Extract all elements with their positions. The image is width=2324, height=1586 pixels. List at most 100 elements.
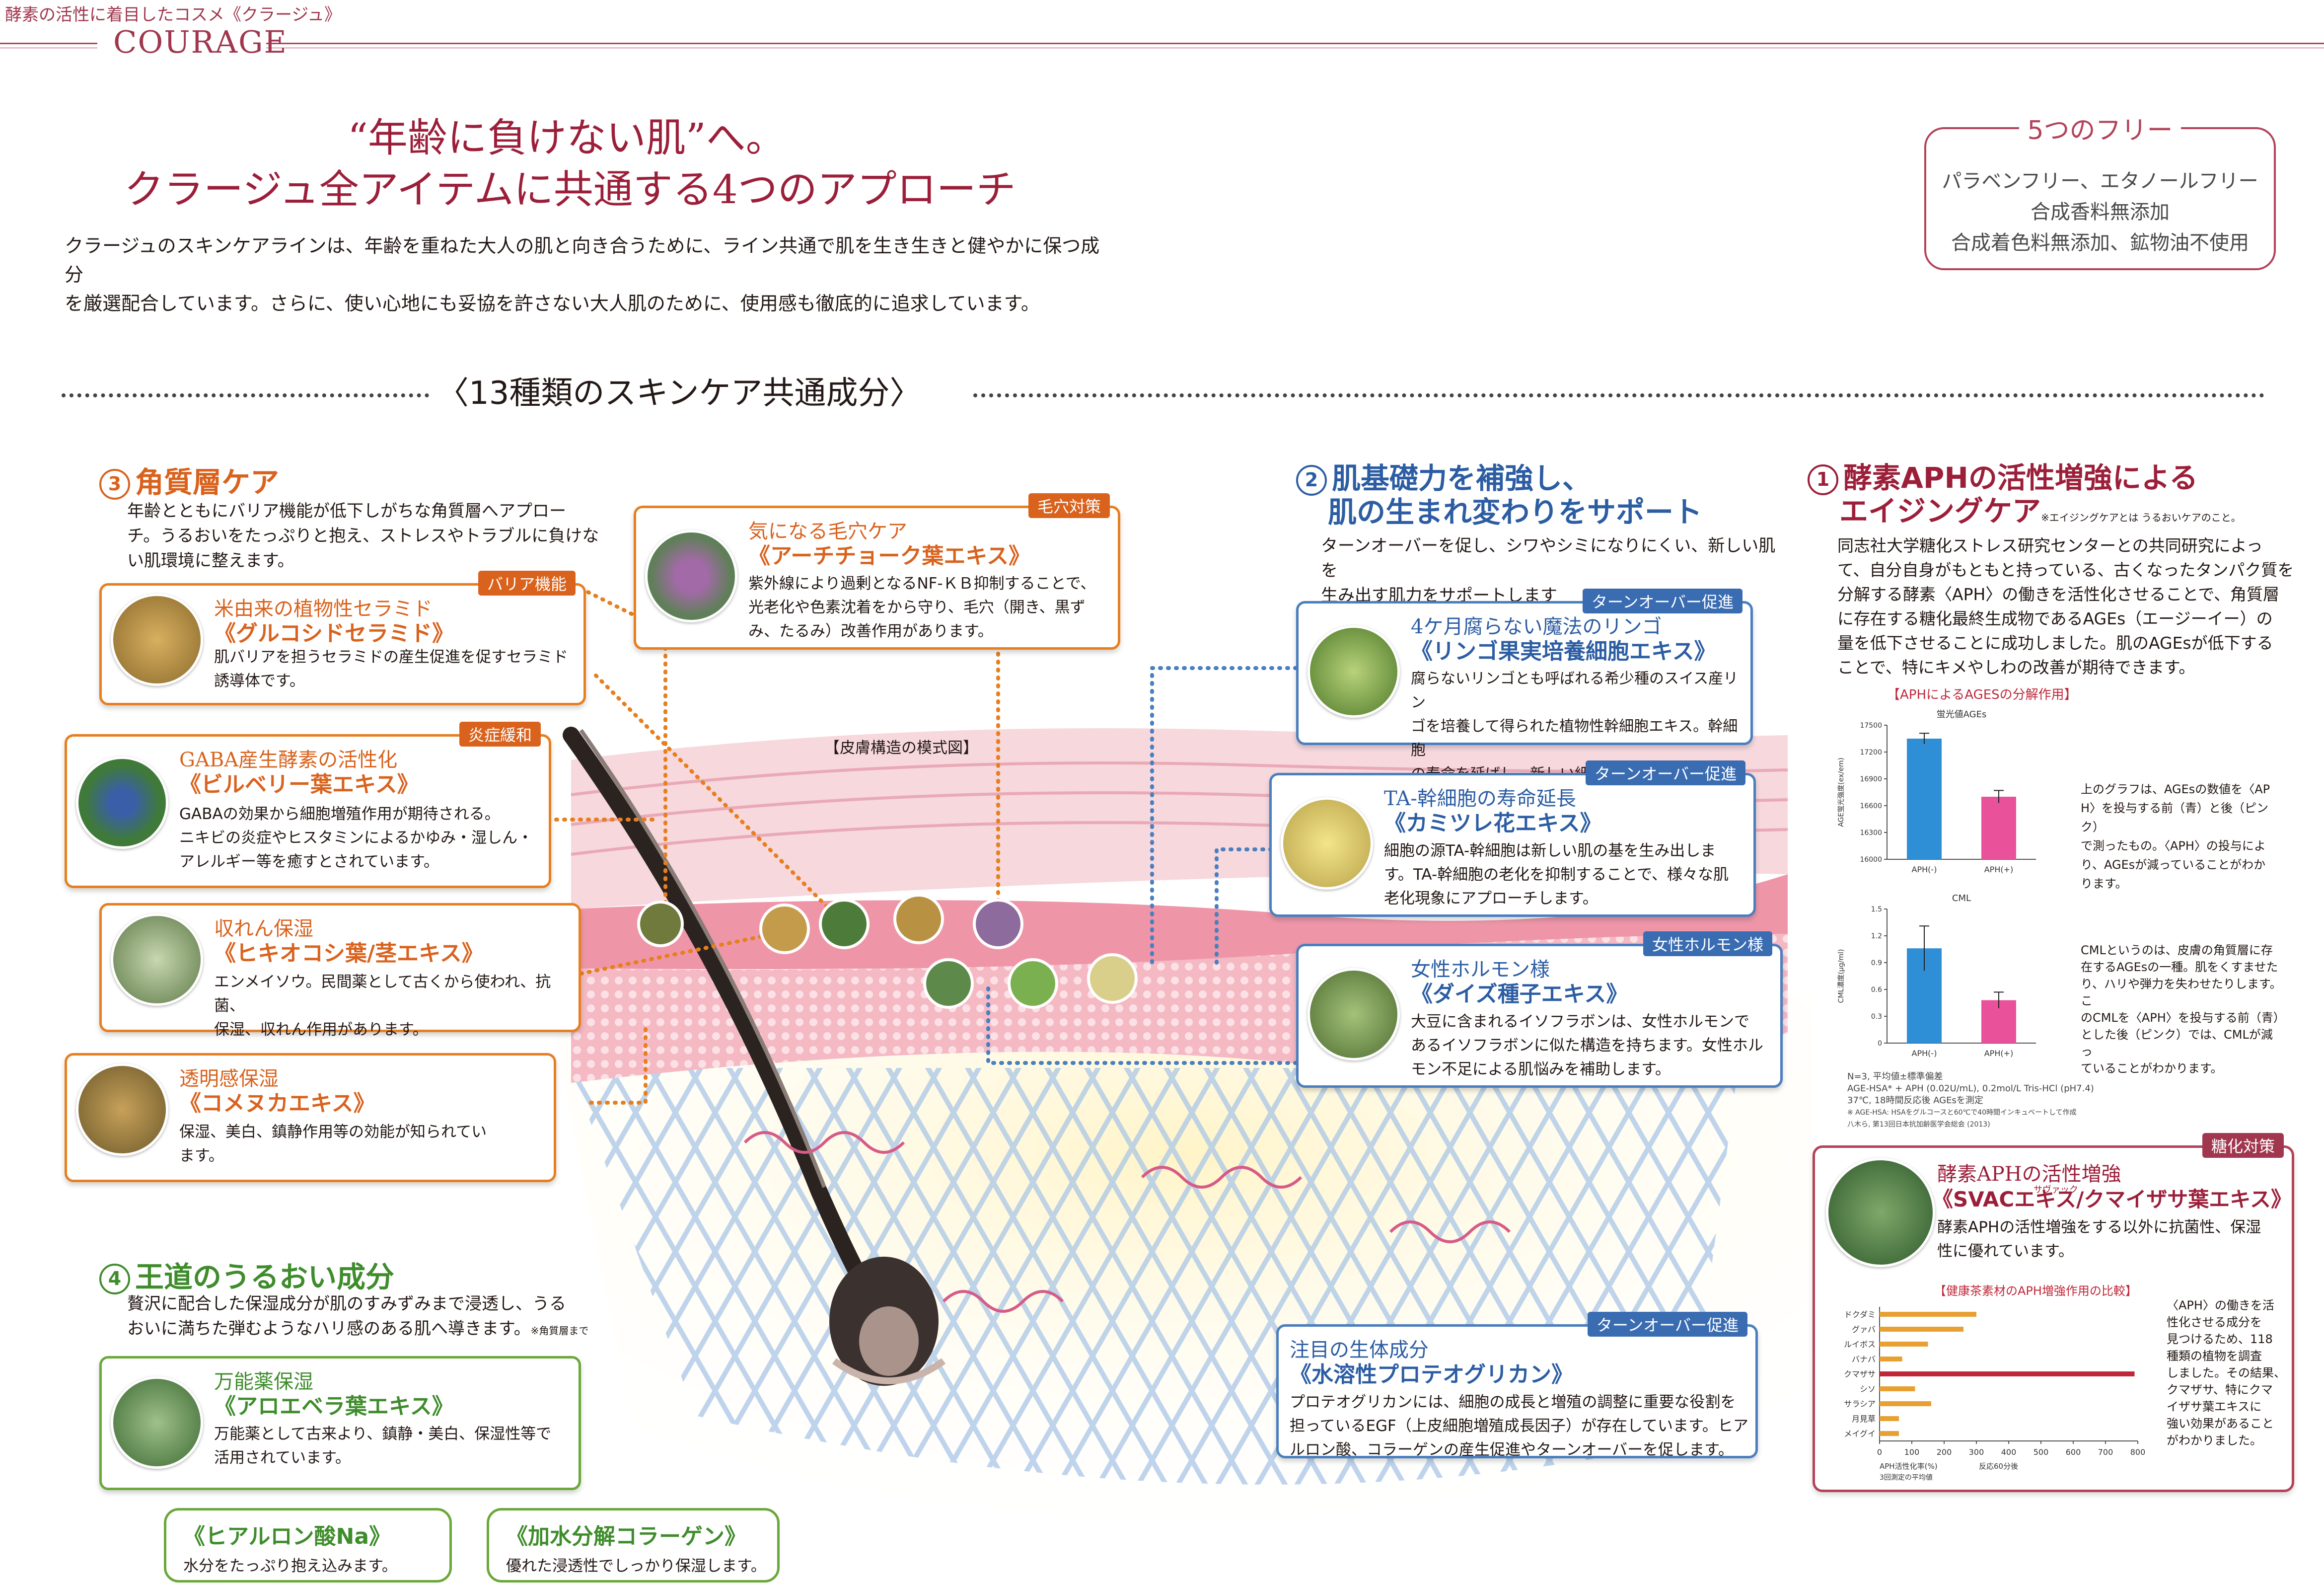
category-4-desc: 贅沢に配合した保湿成分が肌のすみずみまで浸透し、うる おいに満ちた弾むようなハリ… [127,1294,589,1339]
y-axis-label: AGE蛍光強度(ex/em) [1837,757,1845,827]
category-number: 4 [99,1263,130,1294]
ages-bar-chart: 蛍光値AGEsAGE蛍光強度(ex/em)1600016300166001690… [1837,709,2036,874]
ingredient-markers [637,894,1138,1009]
y-tick-label: 0.9 [1871,959,1882,967]
x-tick-label: APH(+) [1984,1049,2014,1058]
card-aloe: 万能薬保湿 《アロエベラ葉エキス》 万能薬として古来より、鎮静・美白、保湿性等で… [99,1356,581,1490]
card-subtitle: 4ケ月腐らない魔法のリンゴ [1411,615,1662,638]
section-title: 〈13種類のスキンケア共通成分〉 [437,375,922,412]
five-free-title: 5つのフリー [1926,109,2274,147]
y-tick-label: 16300 [1860,829,1882,837]
apple-photo [1307,625,1400,718]
intro-line1: クラージュのスキンケアラインは、年齢を重ねた大人の肌と向き合うために、ライン共通… [65,235,1100,286]
pill-text: 水分をたっぷり抱え込みます。 [183,1557,397,1575]
x-tick-label: APH(-) [1912,1049,1937,1058]
cml-chart-note: CMLというのは、皮膚の角質層に存在するAGEsの一種。肌をくすませたり、ハリや… [2081,943,2285,1075]
category-title-line2: 肌の生まれ変わりをサポート [1328,495,1703,529]
category-label: バナバ [1852,1355,1876,1364]
card-artichoke: 毛穴対策 気になる毛穴ケア 《アーチチョーク葉エキス》 紫外線により過剰となるN… [634,493,1120,650]
tag-inflammation: 炎症緩和 [459,722,541,747]
category-number: 3 [99,468,130,500]
intro-text: クラージュのスキンケアラインは、年齢を重ねた大人の肌と向き合うために、ライン共通… [65,231,1117,318]
y-tick-label: 16600 [1860,802,1882,810]
category-label: シソ [1860,1384,1876,1394]
x-tick-label: 800 [2130,1447,2146,1457]
card-ingredient-name: 《アーチチョーク葉エキス》 [748,543,1031,569]
x-axis-label-2: 反応60分後 [1979,1462,2018,1471]
card-text: 酵素APHの活性増強をする以外に抗菌性、保湿性に優れています。 [1937,1218,2261,1260]
y-tick-label: 0 [1878,1040,1882,1048]
bar [1880,1312,1976,1317]
aloe-photo [111,1376,203,1469]
card-subtitle: 酵素APHの活性増強 [1937,1163,2121,1186]
category-label: クマザサ [1844,1369,1876,1379]
card-text: 細胞の源TA-幹細胞は新しい肌の基を生み出します。TA-幹細胞の老化を抑制するこ… [1384,842,1729,907]
bar [1981,797,2016,859]
category-number: 1 [1808,464,1838,495]
bar [1880,1327,1963,1332]
svac-chart-title: 【健康茶素材のAPH増強作用の比較】 [1934,1284,2137,1298]
free-item: 合成着色料無添加、鉱物油不使用 [1951,231,2249,254]
five-free-list: パラベンフリー、エタノールフリー 合成香料無添加 合成着色料無添加、鉱物油不使用 [1926,166,2274,258]
chart-title: CML [1952,893,1971,904]
tag-turnover: ターンオーバー促進 [1585,760,1745,785]
tag-barrier: バリア機能 [478,571,576,596]
card-ingredient-name: 《ヒキオコシ葉/茎エキス》 [214,941,484,966]
artichoke-photo [645,530,737,622]
chamomile-photo [1281,797,1373,890]
y-tick-label: 0.6 [1871,986,1882,994]
card-subtitle: GABA産生酵素の活性化 [179,749,398,771]
tag-hormone: 女性ホルモン様 [1643,931,1772,956]
card-ingredient-name: 《コメヌカエキス》 [179,1091,375,1116]
card-text: 大豆に含まれるイソフラボンは、女性ホルモンであるイソフラボンに似た構造を持ちます… [1411,1013,1763,1078]
category-3-desc: 年齢とともにバリア機能が低下しがちな角質層へアプローチ。うるおいをたっぷりと抱え… [127,501,599,571]
ages-chart-title: 【APHによるAGESの分解作用】 [1887,687,2077,702]
card-soybean: 女性ホルモン様 女性ホルモン様 《ダイズ種子エキス》 大豆に含まれるイソフラボン… [1296,931,1783,1088]
card-text: 紫外線により過剰となるNF-ＫＢ抑制することで、光老化や色素沈着をから守り、毛穴… [748,575,1096,640]
y-tick-label: 0.3 [1871,1013,1882,1021]
card-ingredient-name: 《アロエベラ葉エキス》 [214,1394,454,1419]
x-tick-label: 300 [1969,1447,1984,1457]
chart-title: 蛍光値AGEs [1937,709,1987,720]
category-title: 王道のうるおい成分 [135,1260,395,1294]
divider-right [973,393,2264,397]
y-tick-label: 17200 [1860,749,1882,756]
category-1-desc: 同志社大学糖化ストレス研究センターとの共同研究によって、自分自身がもともと持って… [1837,536,2294,677]
page-headline: “年齢に負けない肌”へ。 クラージュ全アイテムに共通する4つのアプローチ [124,112,1016,216]
category-note: ※エイジングケアとは うるおいケアのこと。 [2041,511,2241,524]
y-tick-label: 17500 [1860,722,1882,730]
card-bilberry: 炎症緩和 GABA産生酵素の活性化 《ビルベリー葉エキス》 GABAの効果から細… [65,722,551,888]
category-number: 2 [1296,464,1327,496]
kumaizasa-photo [1826,1158,1935,1267]
y-tick-label: 1.5 [1871,906,1882,913]
card-text: エンメイソウ。民間薬として古くから使われ、抗菌、保湿、収れん作用があります。 [214,973,551,1039]
free-item: 合成香料無添加 [2031,201,2170,224]
x-axis-label: APH活性化率(%) [1880,1462,1938,1471]
card-ingredient-name: 《SVACエキス/クマイザサ葉エキス》 [1932,1187,2292,1211]
bar [1880,1401,1931,1406]
pill-hyaluronic-acid: 《ヒアルロン酸Na》 水分をたっぷり抱え込みます。 [164,1508,452,1583]
card-hikiokoshi: 収れん保湿 《ヒキオコシ葉/茎エキス》 エンメイソウ。民間薬として古くから使われ… [99,903,581,1039]
y-tick-label: 1.2 [1871,932,1882,940]
x-tick-label: 500 [2034,1447,2049,1457]
card-ingredient-name: 《グルコシドセラミド》 [214,621,454,646]
y-tick-label: 16000 [1860,856,1882,864]
card-text: プロテオグリカンには、細胞の成長と増殖の調整に重要な役割を担っているEGF（上皮… [1290,1393,1748,1459]
bar [1880,1371,2135,1376]
card-proteoglycan: ターンオーバー促進 注目の生体成分 《水溶性プロテオグリカン》 プロテオグリカン… [1276,1312,1758,1459]
card-ingredient-name: 《水溶性プロテオグリカン》 [1290,1362,1574,1387]
card-text: 肌バリアを担うセラミドの産生促進を促すセラミド誘導体です。 [214,648,568,690]
x-axis-label-3: 3回測定の平均値 [1880,1474,1933,1481]
headline-line2: クラージュ全アイテムに共通する4つのアプローチ [124,166,1016,213]
card-subtitle: 米由来の植物性セラミド [214,598,433,620]
divider-left [62,393,429,397]
x-tick-label: 400 [2001,1447,2017,1457]
rice-bran-photo [76,1063,168,1156]
card-text: 万能薬として古来より、鎮静・美白、保湿性等で活用されています。 [214,1425,552,1467]
